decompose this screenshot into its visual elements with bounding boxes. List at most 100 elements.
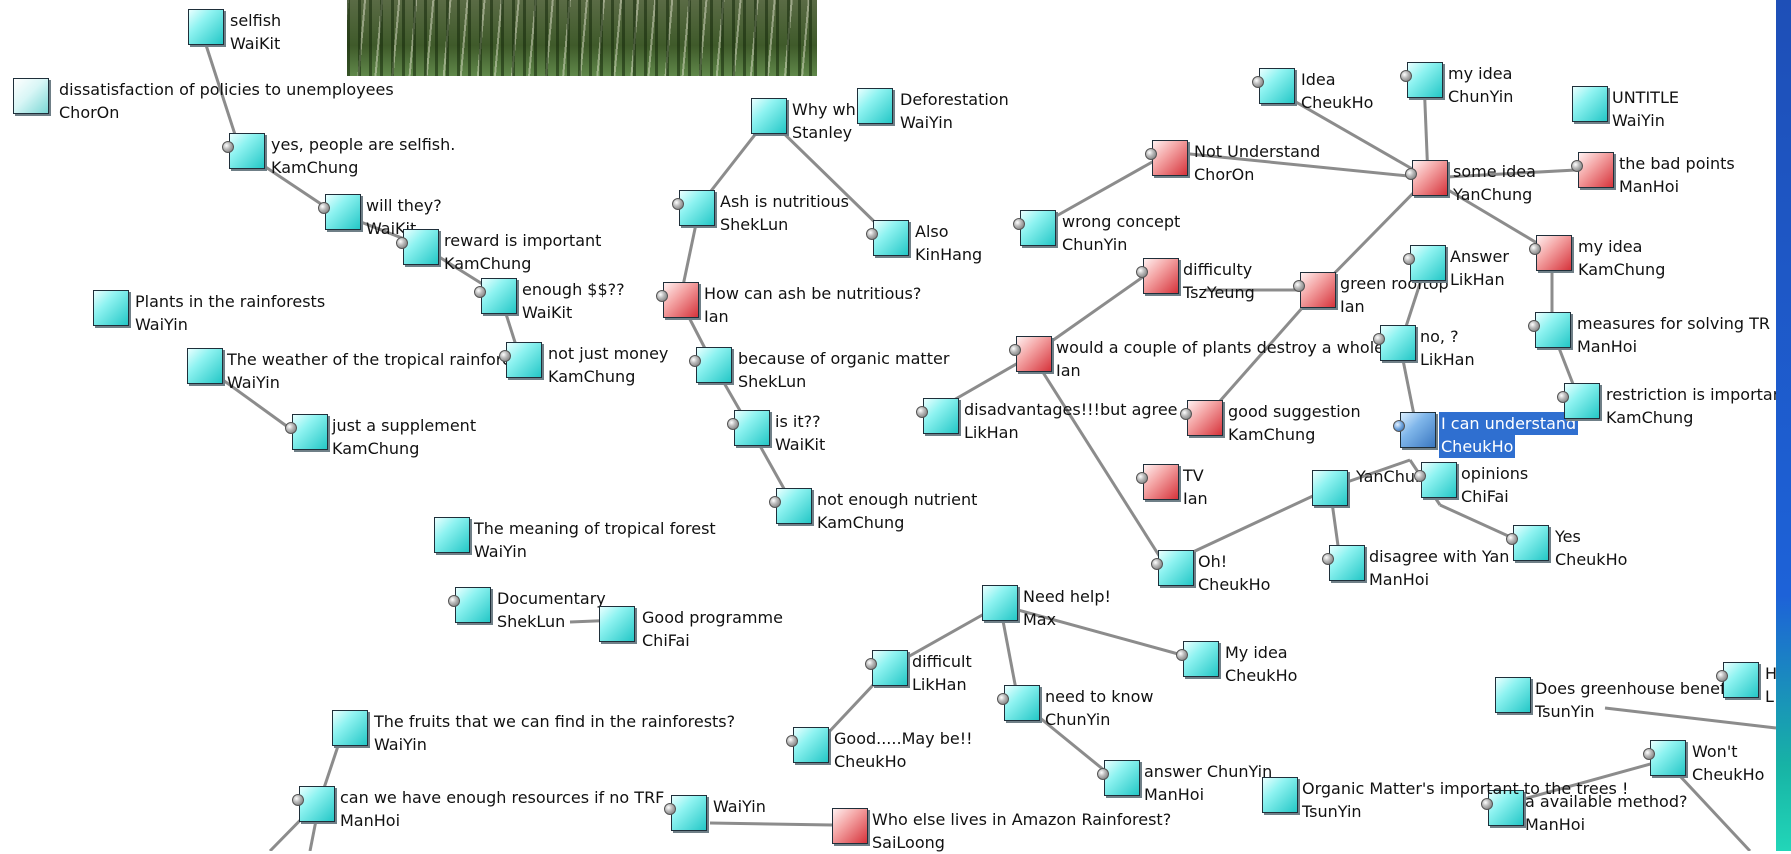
link-knob[interactable] <box>865 658 877 670</box>
note-title: selfish <box>230 11 282 30</box>
note-author: YanChung <box>1453 185 1533 204</box>
note-author: CheukHo <box>1555 550 1628 569</box>
note-title: would a couple of plants destroy a whole <box>1056 338 1384 357</box>
link-knob[interactable] <box>916 406 928 418</box>
note-icon <box>187 348 223 384</box>
note-title: Why wh <box>792 100 856 119</box>
note-author: CheukHo <box>1301 93 1374 112</box>
note-author: WaiYin <box>1612 111 1665 130</box>
link-knob[interactable] <box>1180 408 1192 420</box>
link-knob[interactable] <box>1151 558 1163 570</box>
note-icon <box>982 585 1018 621</box>
link-knob[interactable] <box>1373 333 1385 345</box>
note-label: Who else lives in Amazon Rainforest?SaiL… <box>872 808 1171 854</box>
link-knob[interactable] <box>1145 148 1157 160</box>
note-title: Also <box>915 222 949 241</box>
note-title: Good programme <box>642 608 783 627</box>
link-knob[interactable] <box>499 350 511 362</box>
note-icon <box>481 278 517 314</box>
note-author: WaiYin <box>135 315 188 334</box>
link-knob[interactable] <box>1403 253 1415 265</box>
note-icon <box>1329 545 1365 581</box>
note-label: Organic Matter's important to the trees … <box>1302 777 1628 823</box>
note-icon <box>1513 525 1549 561</box>
link-knob[interactable] <box>769 496 781 508</box>
link-knob[interactable] <box>285 422 297 434</box>
note-author: ChunYin <box>1062 235 1128 254</box>
link-knob[interactable] <box>1393 420 1405 432</box>
link-knob[interactable] <box>866 228 878 240</box>
link-knob[interactable] <box>1557 391 1569 403</box>
note-icon <box>332 710 368 746</box>
link-knob[interactable] <box>997 693 1009 705</box>
note-author: ChunYin <box>1045 710 1111 729</box>
link-knob[interactable] <box>1252 76 1264 88</box>
note-icon <box>1020 210 1056 246</box>
link-knob[interactable] <box>786 735 798 747</box>
link-knob[interactable] <box>222 141 234 153</box>
note-title: difficult <box>912 652 972 671</box>
link-knob[interactable] <box>656 290 668 302</box>
note-label: is it??WaiKit <box>775 410 825 456</box>
link-knob[interactable] <box>318 202 330 214</box>
link-knob[interactable] <box>474 286 486 298</box>
link-knob[interactable] <box>292 794 304 806</box>
link-knob[interactable] <box>727 418 739 430</box>
link-knob[interactable] <box>1009 344 1021 356</box>
note-author: KamChung <box>1228 425 1316 444</box>
link-knob[interactable] <box>1013 218 1025 230</box>
link-knob[interactable] <box>1716 670 1728 682</box>
link-knob[interactable] <box>1643 748 1655 760</box>
link-knob[interactable] <box>448 595 460 607</box>
link-knob[interactable] <box>1528 320 1540 332</box>
link-knob[interactable] <box>1529 243 1541 255</box>
note-author: WaiYin <box>227 373 280 392</box>
link-knob[interactable] <box>396 237 408 249</box>
note-title: Plants in the rainforests <box>135 292 326 311</box>
note-title: my idea <box>1448 64 1513 83</box>
link-knob[interactable] <box>1405 168 1417 180</box>
note-author: Max <box>1023 610 1057 629</box>
note-title: UNTITLE <box>1612 88 1679 107</box>
note-title: How can ash be nutritious? <box>704 284 922 303</box>
note-icon <box>679 190 715 226</box>
link-knob[interactable] <box>1293 280 1305 292</box>
note-label: dissatisfaction of policies to unemploye… <box>59 78 394 124</box>
link-knob[interactable] <box>689 355 701 367</box>
note-author: WaiKit <box>522 303 573 322</box>
link-knob[interactable] <box>1097 768 1109 780</box>
link-knob[interactable] <box>664 803 676 815</box>
note-icon <box>1183 641 1219 677</box>
link-knob[interactable] <box>672 198 684 210</box>
note-icon <box>873 220 909 256</box>
note-icon <box>1143 258 1179 294</box>
link-knob[interactable] <box>1136 266 1148 278</box>
link-knob[interactable] <box>1414 470 1426 482</box>
note-author: ChorOn <box>59 103 120 122</box>
link-knob[interactable] <box>1571 160 1583 172</box>
link-knob[interactable] <box>1176 649 1188 661</box>
link-knob[interactable] <box>1400 70 1412 82</box>
link-knob[interactable] <box>1136 472 1148 484</box>
note-author: ManHoi <box>340 811 401 830</box>
note-author: WaiYin <box>374 735 427 754</box>
link-knob[interactable] <box>1322 553 1334 565</box>
note-icon <box>229 133 265 169</box>
note-author: CheukHo <box>1225 666 1298 685</box>
link-knob[interactable] <box>1481 798 1493 810</box>
note-label: Oh!CheukHo <box>1198 550 1270 596</box>
link-knob[interactable] <box>1506 533 1518 545</box>
note-title: good suggestion <box>1228 402 1361 421</box>
window-edge-scrollbar[interactable] <box>1776 0 1791 851</box>
